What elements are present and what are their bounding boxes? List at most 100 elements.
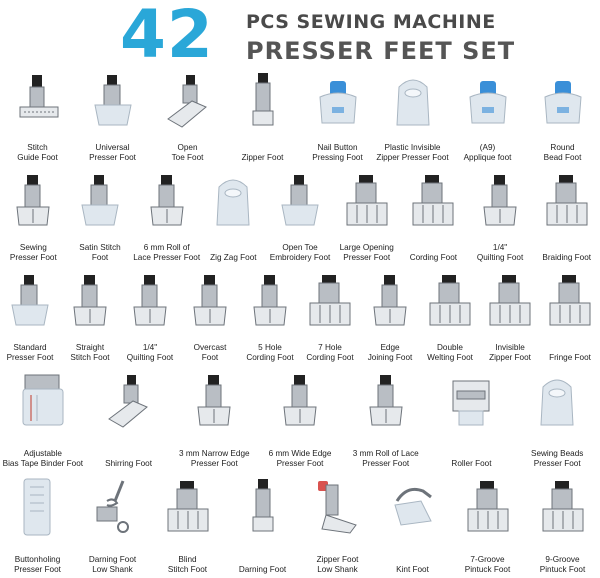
open-toe-foot-icon — [162, 70, 214, 132]
foot-label: Zipper Foot — [241, 153, 284, 162]
foot-label: 6 mm Wide Edge Presser Foot — [268, 449, 332, 468]
five-hole-cording-foot-icon — [244, 270, 296, 332]
foot-item: Shirring Foot — [86, 366, 172, 472]
foot-label: Standard Presser Foot — [6, 343, 54, 362]
foot-item: Standard Presser Foot — [0, 266, 60, 366]
knit-foot-icon — [387, 476, 439, 538]
foot-label: 6 mm Roll of Lace Presser Foot — [133, 243, 201, 262]
darning-foot-low-shank-icon — [87, 476, 139, 538]
foot-item: Satin Stitch Foot — [67, 166, 134, 266]
foot-item: 3 mm Narrow Edge Presser Foot — [171, 366, 257, 472]
foot-label: Sewing Presser Foot — [9, 243, 57, 262]
foot-item: 3 mm Roll of Lace Presser Foot — [343, 366, 429, 472]
round-bead-foot-icon — [537, 70, 589, 132]
cording-foot-icon — [407, 170, 459, 232]
foot-item: Braiding Foot — [533, 166, 600, 266]
foot-item: Zipper Foot — [225, 66, 300, 166]
presser-feet-grid: Stitch Guide Foot Universal Presser Foot… — [0, 66, 600, 578]
feet-row: Stitch Guide Foot Universal Presser Foot… — [0, 66, 600, 166]
foot-label: Fringe Foot — [549, 353, 591, 362]
foot-item: Straight Stitch Foot — [60, 266, 120, 366]
foot-item: Zipper Foot Low Shank — [300, 472, 375, 578]
foot-label: Cording Foot — [409, 253, 458, 262]
plastic-invisible-zipper-foot-icon — [387, 70, 439, 132]
foot-item: Darning Foot Low Shank — [75, 472, 150, 578]
foot-label: Overcast Foot — [193, 343, 227, 362]
shirring-foot-icon — [103, 370, 155, 432]
quarter-quilting-foot-2-icon — [124, 270, 176, 332]
foot-item: Fringe Foot — [540, 266, 600, 366]
foot-item: Open Toe Foot — [150, 66, 225, 166]
roller-foot-icon — [445, 370, 497, 432]
foot-item: Large Opening Presser Foot — [333, 166, 400, 266]
foot-label: Shirring Foot — [105, 459, 153, 468]
foot-label: 5 Hole Cording Foot — [246, 343, 294, 362]
foot-label: 9-Groove Pintuck Foot — [539, 555, 586, 574]
foot-item: Stitch Guide Foot — [0, 66, 75, 166]
foot-item: 7-Groove Pintuck Foot — [450, 472, 525, 578]
foot-label: Satin Stitch Foot — [79, 243, 121, 262]
foot-label: Large Opening Presser Foot — [339, 243, 394, 262]
foot-label: Braiding Foot — [542, 253, 592, 262]
feet-row: Adjustable Bias Tape Binder Foot Shirrin… — [0, 366, 600, 472]
foot-item: Darning Foot — [225, 472, 300, 578]
satin-stitch-foot-icon — [74, 170, 126, 232]
foot-label: 3 mm Narrow Edge Presser Foot — [179, 449, 250, 468]
wide-edge-foot-icon — [274, 370, 326, 432]
foot-label: Zig Zag Foot — [210, 253, 257, 262]
foot-label: Open Toe Embroidery Foot — [269, 243, 331, 262]
foot-label: Universal Presser Foot — [89, 143, 136, 162]
seven-groove-pintuck-foot-icon — [462, 476, 514, 538]
foot-label: Double Welting Foot — [427, 343, 473, 362]
foot-item: Adjustable Bias Tape Binder Foot — [0, 366, 86, 472]
foot-item: Buttonholing Presser Foot — [0, 472, 75, 578]
foot-item: Sewing Presser Foot — [0, 166, 67, 266]
banner: 42 PCS SEWING MACHINE PRESSER FEET SET — [0, 0, 600, 70]
overcast-foot-icon — [184, 270, 236, 332]
foot-item: Plastic Invisible Zipper Presser Foot — [375, 66, 450, 166]
foot-item: Nail Button Pressing Foot — [300, 66, 375, 166]
title-line-1: PCS SEWING MACHINE — [246, 11, 496, 33]
braiding-foot-icon — [541, 170, 593, 232]
foot-label: 3 mm Roll of Lace Presser Foot — [352, 449, 419, 468]
foot-item: Roller Foot — [429, 366, 515, 472]
foot-item: Invisible Zipper Foot — [480, 266, 540, 366]
buttonholing-foot-icon — [12, 476, 64, 538]
foot-item: 6 mm Roll of Lace Presser Foot — [133, 166, 200, 266]
feet-row: Standard Presser Foot Straight Stitch Fo… — [0, 266, 600, 366]
foot-item: 6 mm Wide Edge Presser Foot — [257, 366, 343, 472]
roll-lace-foot-icon — [141, 170, 193, 232]
foot-label: (A9) Applique foot — [463, 143, 512, 162]
title-line-2: PRESSER FEET SET — [246, 37, 516, 65]
foot-item: Blind Stitch Foot — [150, 472, 225, 578]
foot-label: 7-Groove Pintuck Foot — [464, 555, 511, 574]
foot-label: Round Bead Foot — [543, 143, 582, 162]
foot-label: Darning Foot — [238, 565, 287, 574]
foot-item: 9-Groove Pintuck Foot — [525, 472, 600, 578]
foot-label: 7 Hole Cording Foot — [306, 343, 354, 362]
foot-label: Open Toe Foot — [171, 143, 204, 162]
open-toe-embroidery-foot-icon — [274, 170, 326, 232]
zipper-foot-low-shank-icon — [312, 476, 364, 538]
foot-label: Blind Stitch Foot — [167, 555, 208, 574]
foot-label: Roller Foot — [451, 459, 492, 468]
fringe-foot-icon — [544, 270, 596, 332]
bias-tape-binder-foot-icon — [17, 370, 69, 432]
straight-stitch-foot-icon — [64, 270, 116, 332]
foot-item: Zig Zag Foot — [200, 166, 267, 266]
sewing-presser-foot-icon — [7, 170, 59, 232]
applique-foot-icon — [462, 70, 514, 132]
roll-lace-foot-3mm-icon — [360, 370, 412, 432]
seven-hole-cording-foot-icon — [304, 270, 356, 332]
zipper-foot-icon — [237, 70, 289, 132]
foot-label: Buttonholing Presser Foot — [14, 555, 61, 574]
foot-label: 1/4" Quilting Foot — [476, 243, 524, 262]
foot-item: Kint Foot — [375, 472, 450, 578]
foot-item: Open Toe Embroidery Foot — [267, 166, 334, 266]
double-welting-foot-icon — [424, 270, 476, 332]
blind-stitch-foot-icon — [162, 476, 214, 538]
foot-item: (A9) Applique foot — [450, 66, 525, 166]
foot-label: Plastic Invisible Zipper Presser Foot — [376, 143, 449, 162]
foot-item: Edge Joining Foot — [360, 266, 420, 366]
standard-presser-foot-icon — [4, 270, 56, 332]
